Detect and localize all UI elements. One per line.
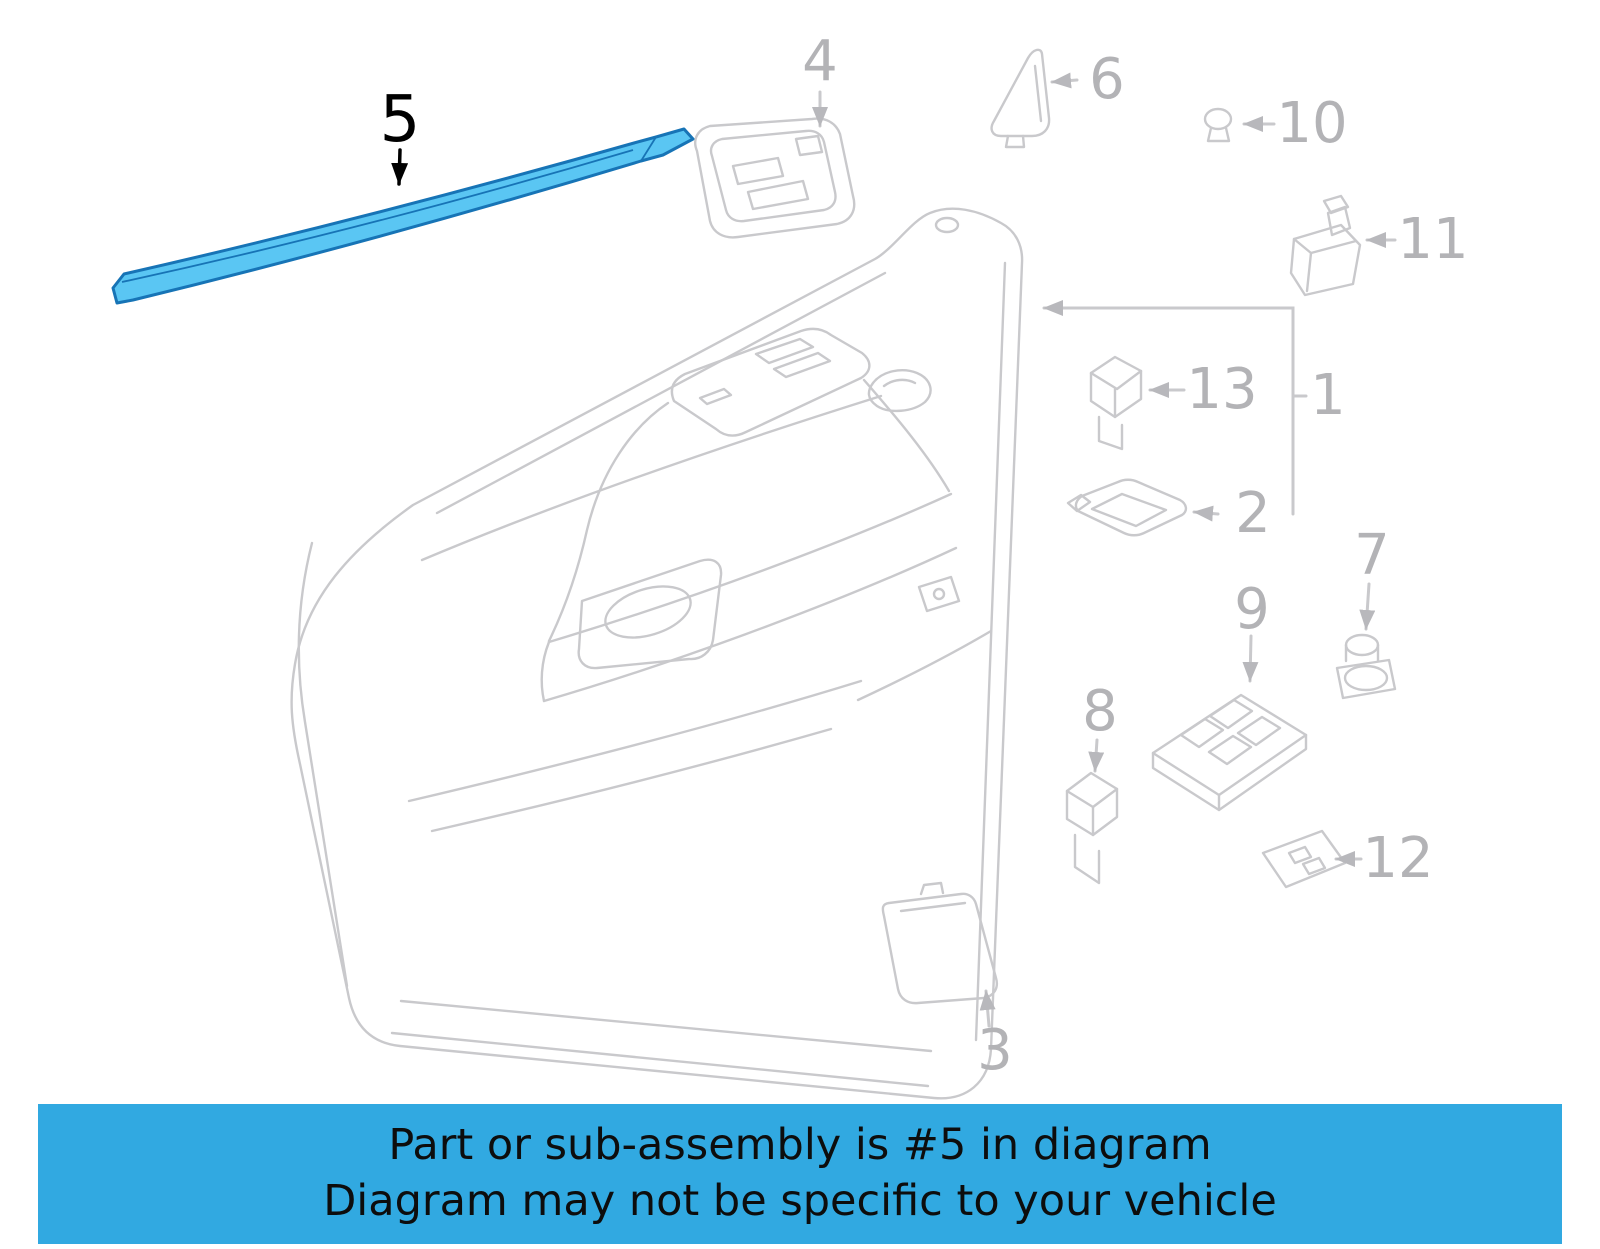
- callout-12: 12: [1362, 826, 1434, 891]
- arrow-to-part-1: [1042, 300, 1295, 516]
- arrow-to-part-3: [979, 989, 996, 1028]
- part-10-illustration: [1203, 107, 1233, 143]
- notice-banner: Part or sub-assembly is #5 in diagram Di…: [38, 1104, 1562, 1244]
- callout-1: 1: [1310, 363, 1346, 428]
- part-12-illustration: [1261, 829, 1347, 889]
- callout-10: 10: [1276, 91, 1348, 156]
- notice-banner-line2: Diagram may not be specific to your vehi…: [323, 1176, 1277, 1226]
- callout-5: 5: [379, 83, 421, 157]
- part-4-illustration: [694, 117, 856, 239]
- callout-7: 7: [1354, 523, 1390, 588]
- part-7-illustration: [1335, 633, 1397, 700]
- arrow-to-part-7: [1359, 582, 1376, 631]
- callout-arrows: [391, 72, 1397, 1028]
- part-8-illustration: [1065, 771, 1119, 885]
- arrow-to-part-6: [1050, 72, 1079, 89]
- callout-8: 8: [1082, 679, 1118, 744]
- callout-3: 3: [977, 1018, 1013, 1083]
- part-11-illustration: [1289, 194, 1362, 297]
- callout-13: 13: [1186, 357, 1258, 422]
- callout-4: 4: [802, 29, 838, 94]
- arrow-to-part-5: [391, 148, 409, 186]
- callout-2: 2: [1235, 481, 1271, 546]
- callout-11: 11: [1397, 207, 1469, 272]
- callout-9: 9: [1234, 577, 1270, 642]
- callout-6: 6: [1089, 47, 1125, 112]
- part-2-illustration: [1066, 478, 1188, 537]
- part-6-illustration: [990, 48, 1051, 149]
- notice-banner-line1: Part or sub-assembly is #5 in diagram: [388, 1120, 1212, 1171]
- arrow-to-part-8: [1088, 738, 1105, 773]
- part-13-illustration: [1089, 355, 1143, 451]
- door-panel-art: [290, 207, 1024, 1100]
- arrow-to-part-9: [1242, 634, 1259, 683]
- part-9-illustration: [1151, 693, 1308, 812]
- arrow-to-part-2: [1192, 505, 1220, 522]
- part-5-weatherstrip-highlighted: [111, 127, 695, 305]
